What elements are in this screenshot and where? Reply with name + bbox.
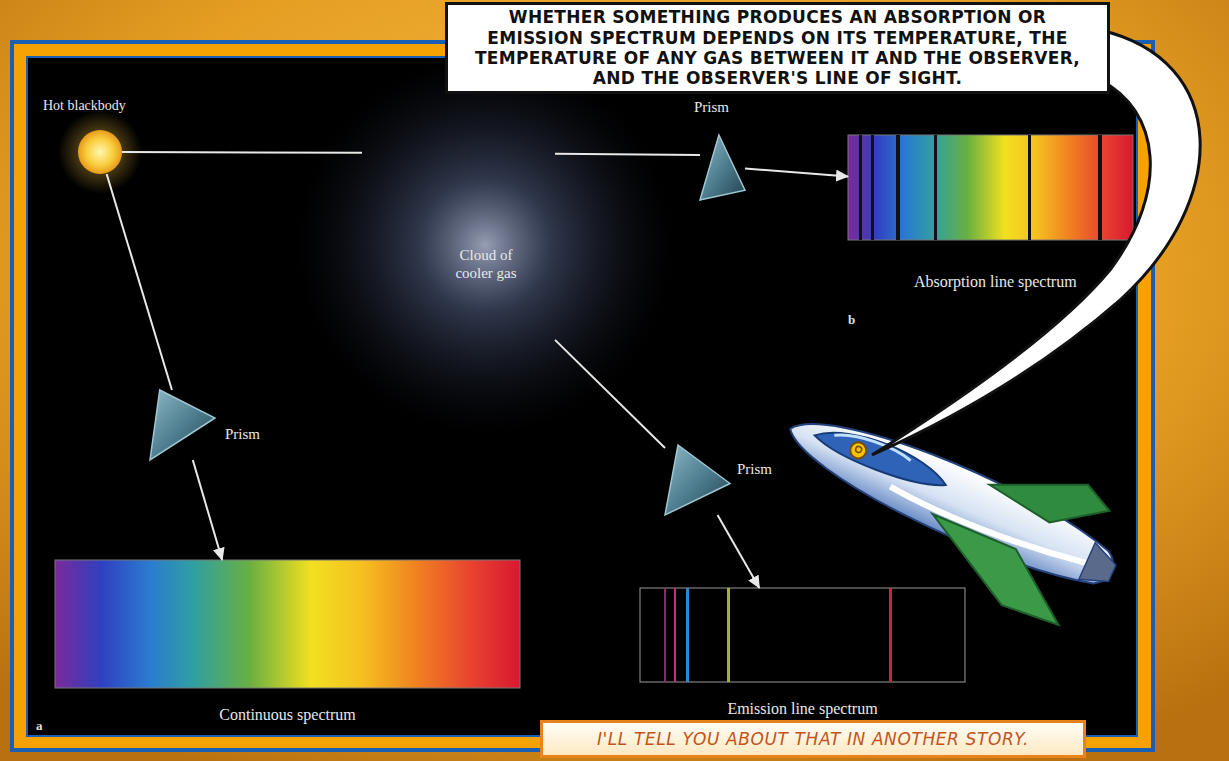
absorption-line xyxy=(1028,135,1031,240)
cloud-glow xyxy=(295,55,675,435)
node-label: Hot blackbody xyxy=(43,98,126,114)
node-label: Absorption line spectrum xyxy=(914,273,1077,291)
caption-box: I'LL TELL YOU ABOUT THAT IN ANOTHER STOR… xyxy=(540,720,1086,758)
pilot xyxy=(848,440,869,461)
absorption-line xyxy=(896,135,900,240)
spectrum-band xyxy=(640,588,965,682)
cockpit-highlight xyxy=(834,425,912,468)
node-label: Prism xyxy=(694,99,729,116)
ship-fin xyxy=(986,448,1116,542)
emission-spectrum-band xyxy=(640,588,965,682)
prism-triangle xyxy=(150,390,215,460)
emission-line xyxy=(727,588,730,682)
light-ray xyxy=(107,174,172,390)
blackbody-disc xyxy=(78,130,122,174)
spectrum-box: Emission line spectrum xyxy=(640,588,965,682)
prism: Prism xyxy=(665,445,730,515)
ship-hull xyxy=(777,396,1126,602)
emission-line xyxy=(674,588,676,682)
emission-line xyxy=(686,588,689,682)
prism-shape xyxy=(150,390,215,460)
light-ray xyxy=(718,515,760,588)
spectrum-box: Continuous spectrum xyxy=(55,560,520,688)
panel-letter: a xyxy=(36,718,43,734)
spectrum-box: Absorption line spectrum xyxy=(848,135,1133,240)
cloud-shape xyxy=(362,90,555,400)
blackbody-shape xyxy=(78,130,122,174)
absorption-line xyxy=(871,135,874,240)
pilot-face xyxy=(855,446,863,454)
prism-shape xyxy=(665,445,730,515)
gas-cloud: Cloud of cooler gas xyxy=(362,90,555,400)
light-ray xyxy=(745,169,848,177)
prism-shape xyxy=(700,135,745,200)
hull-stripe xyxy=(889,477,1086,574)
speech-bubble: WHETHER SOMETHING PRODUCES AN ABSORPTION… xyxy=(445,2,1110,94)
spectrum-band xyxy=(55,560,520,688)
blackbody-glow xyxy=(58,110,142,194)
blackbody-source: Hot blackbody xyxy=(78,130,122,174)
node-label: Cloud of cooler gas xyxy=(448,246,524,282)
ship-wing xyxy=(910,512,1079,629)
prism-triangle xyxy=(700,135,745,200)
emission-line xyxy=(889,588,892,682)
absorption-line xyxy=(1098,135,1102,240)
prism-triangle xyxy=(665,445,730,515)
emission-line xyxy=(664,588,666,682)
prism: Prism xyxy=(700,135,745,200)
node-label: Emission line spectrum xyxy=(640,700,965,718)
node-label: Continuous spectrum xyxy=(55,706,520,724)
absorption-line xyxy=(934,135,937,240)
absorption-spectrum-band xyxy=(848,135,1133,240)
node-label: Prism xyxy=(225,426,260,443)
continuous-spectrum-band xyxy=(55,560,520,688)
panel-letter: b xyxy=(848,312,855,328)
node-label: Prism xyxy=(737,461,772,478)
spectrum-band xyxy=(848,135,1133,240)
absorption-line xyxy=(859,135,862,240)
light-ray xyxy=(193,460,222,560)
prism: Prism xyxy=(150,390,215,460)
ship-tail xyxy=(1079,543,1121,591)
speech-text: WHETHER SOMETHING PRODUCES AN ABSORPTION… xyxy=(448,7,1107,89)
